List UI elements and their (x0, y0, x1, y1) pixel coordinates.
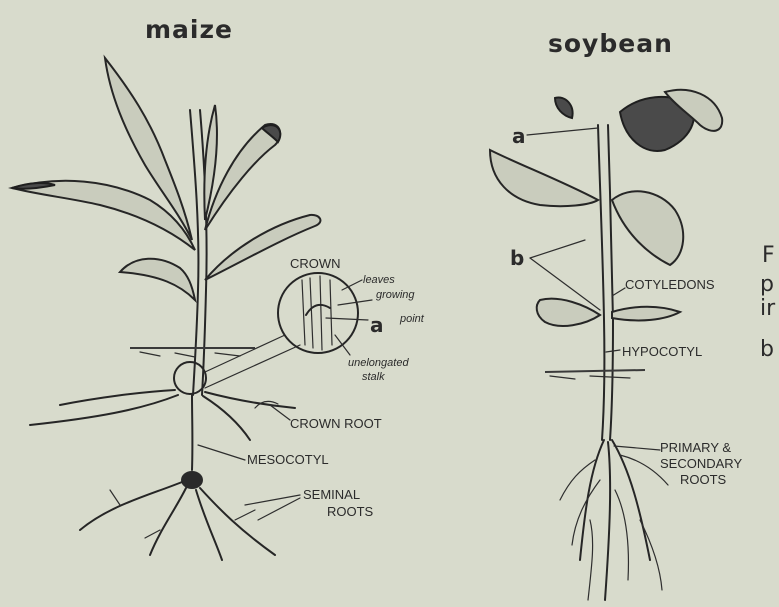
label-stalk: stalk (362, 371, 385, 383)
label-leaves: leaves (363, 274, 395, 286)
label-maize-a: a (370, 313, 384, 337)
soybean-stem (598, 125, 604, 440)
side-text-3: ir (760, 296, 776, 321)
soybean-soil-line (545, 370, 645, 372)
soybean-leaf-right (612, 191, 683, 265)
soybean-cotyledon-right (612, 307, 680, 321)
label-secondary: SECONDARY (660, 456, 742, 471)
label-soy-a: a (512, 124, 526, 148)
label-seminal-roots: ROOTS (327, 504, 374, 519)
soybean-leaf-left (490, 150, 598, 206)
maize-title: maize (145, 15, 233, 44)
maize-crown-small-circle (174, 362, 206, 394)
label-unelongated: unelongated (348, 357, 409, 369)
label-cotyledons: COTYLEDONS (625, 277, 715, 292)
side-text-4: b (760, 337, 774, 362)
soybean-secondary-roots (560, 455, 668, 600)
maize-plant (12, 58, 372, 560)
label-primary: PRIMARY & (660, 440, 731, 455)
label-soy-b: b (510, 246, 524, 270)
side-text-1: F (762, 243, 775, 268)
label-growing: growing (376, 289, 415, 301)
label-crown-root: CROWN ROOT (290, 416, 382, 431)
soybean-title: soybean (548, 29, 673, 58)
side-text-2: p (760, 272, 774, 297)
label-crown: CROWN (290, 256, 341, 271)
maize-stalk (190, 110, 198, 395)
label-seminal: SEMINAL (303, 487, 360, 502)
label-soy-roots: ROOTS (680, 472, 727, 487)
label-hypocotyl: HYPOCOTYL (622, 344, 702, 359)
maize-seed (181, 471, 203, 489)
label-mesocotyl: MESOCOTYL (247, 452, 329, 467)
maize-crown-magnified (278, 273, 358, 353)
maize-leaf-lower (120, 259, 195, 300)
label-point: point (399, 313, 425, 325)
